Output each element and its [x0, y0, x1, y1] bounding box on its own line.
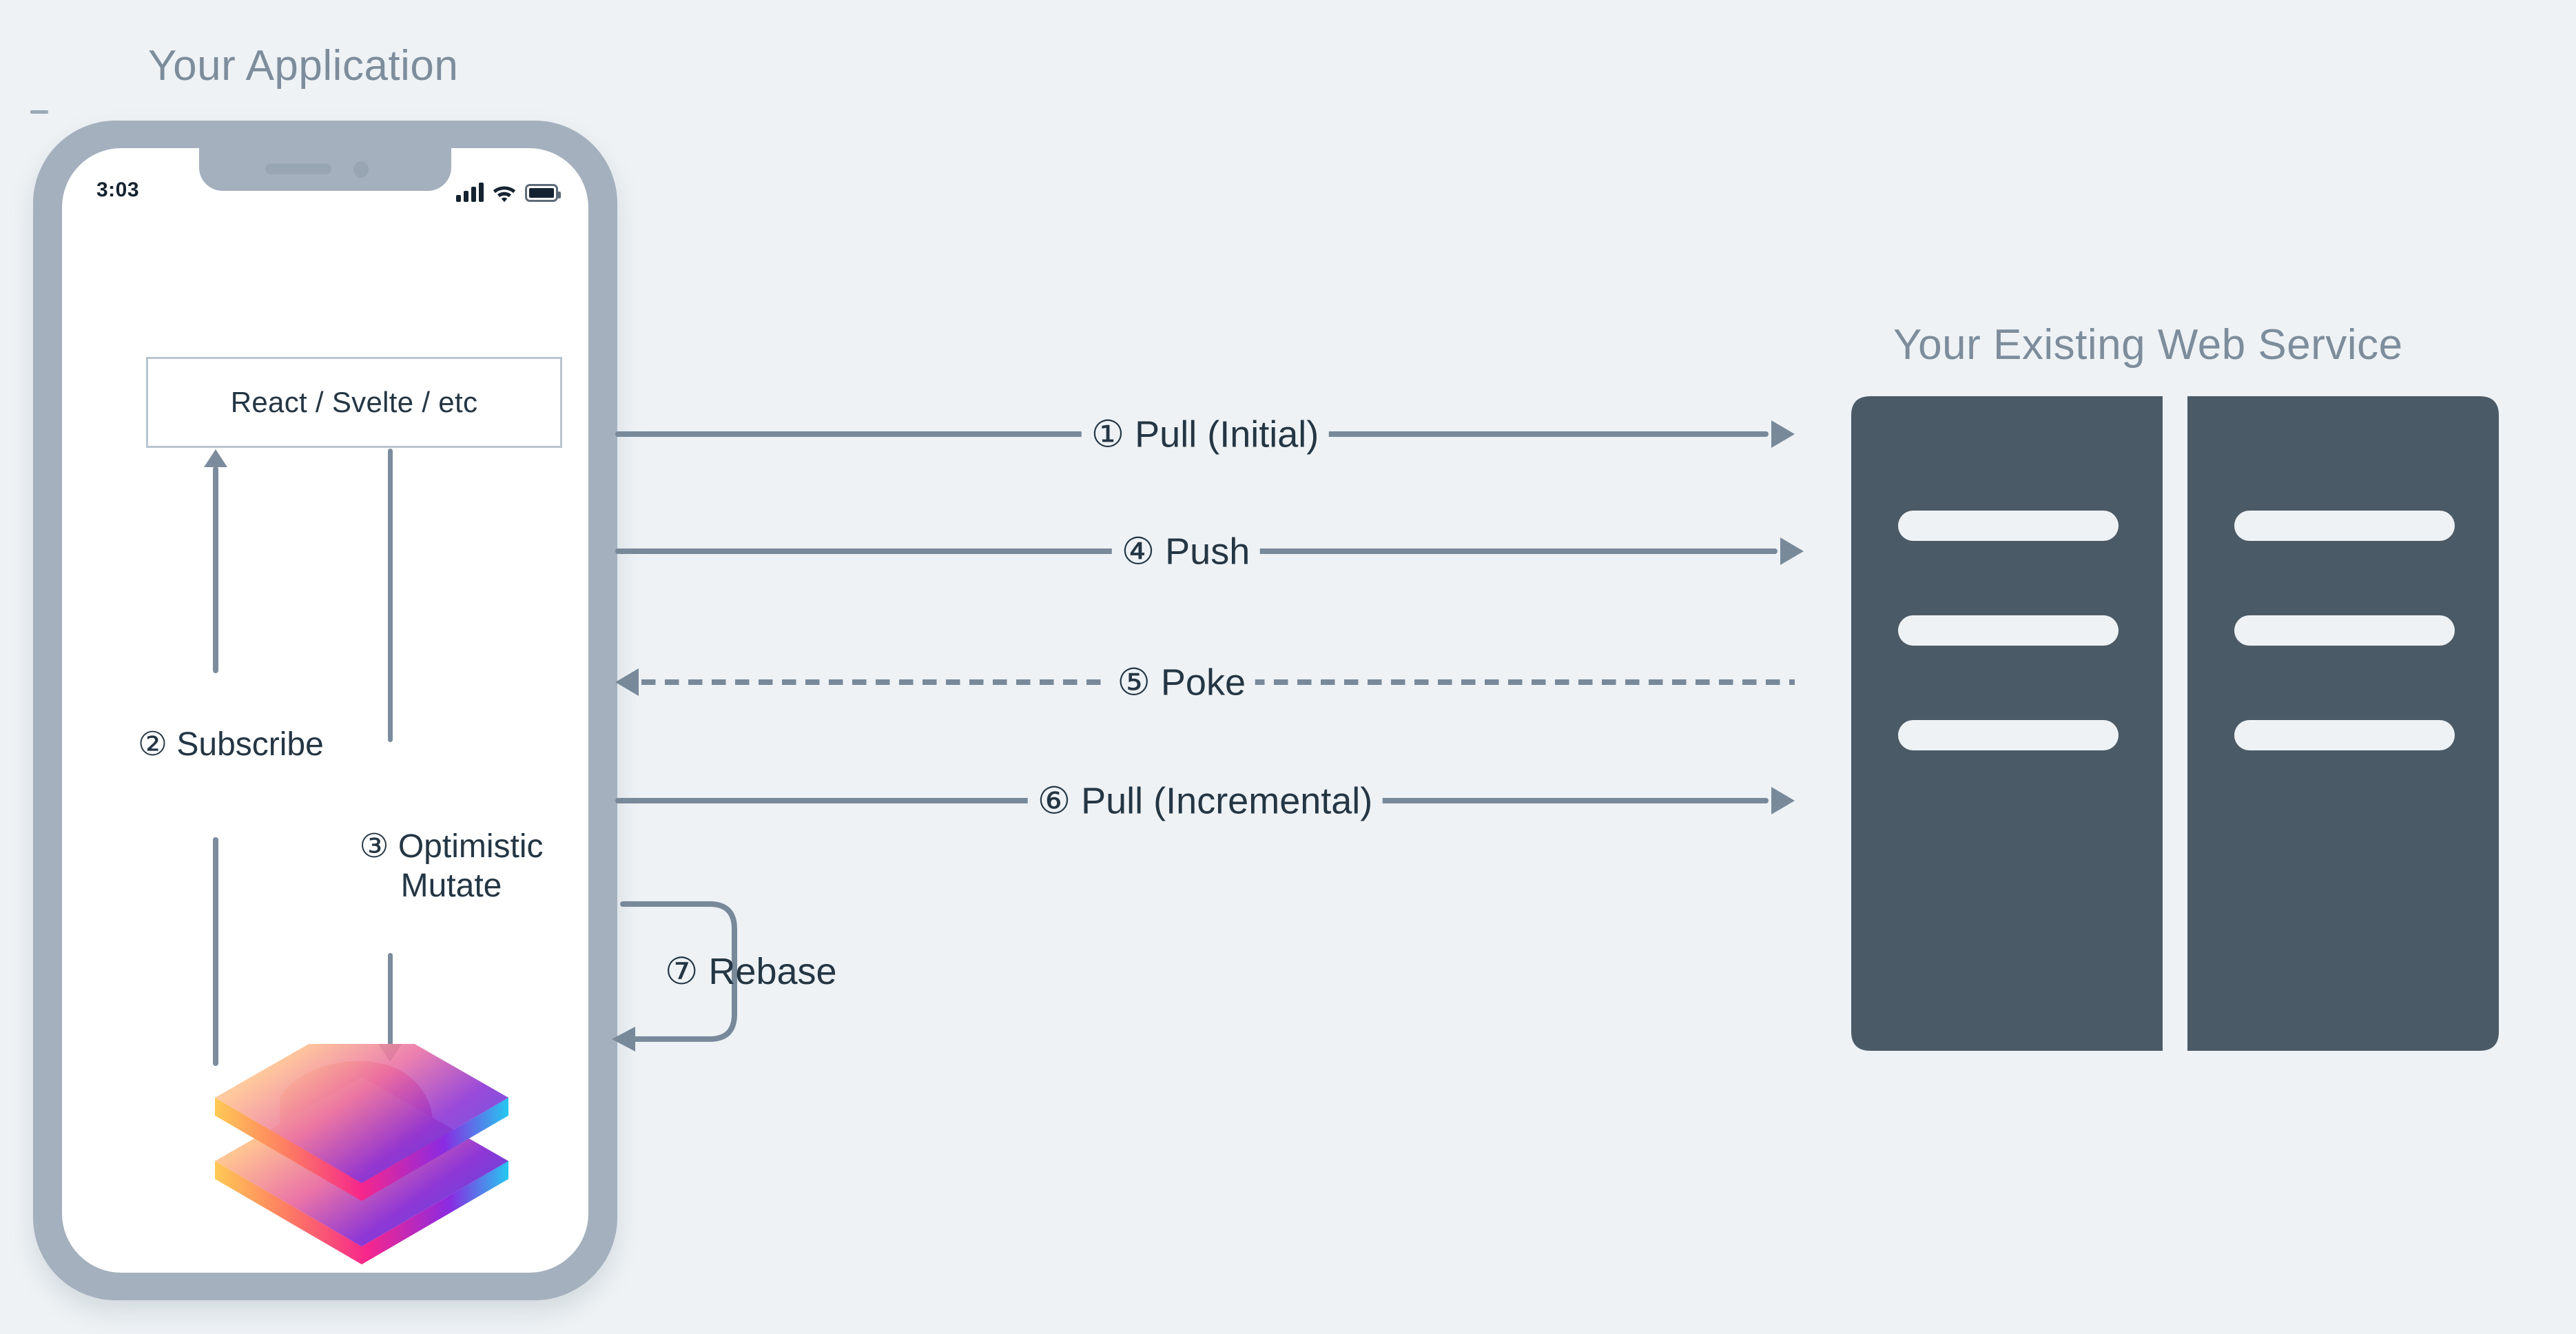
mutate-label-line1: ③ Optimistic: [359, 828, 544, 865]
mutate-label: ③ Optimistic Mutate: [307, 828, 588, 905]
message-label: ④ Push: [1111, 529, 1260, 573]
server-bar: [2234, 511, 2455, 541]
mutate-line-upper: [388, 449, 393, 742]
battery-icon: [525, 184, 561, 202]
framework-box: React / Svelte / etc: [146, 357, 562, 448]
mutate-label-line2: Mutate: [400, 867, 502, 904]
message-label: ① Pull (Initial): [1081, 412, 1329, 456]
wifi-icon: [493, 186, 516, 202]
notch-ear-left: [62, 148, 91, 177]
message-label: ⑤ Poke: [1107, 660, 1255, 704]
message-label: ⑥ Pull (Incremental): [1027, 779, 1383, 823]
server-racks: [1851, 396, 2499, 1051]
notch-ear-right: [559, 148, 588, 177]
message-arrowhead: [1771, 787, 1795, 814]
server-bar: [1898, 720, 2119, 750]
framework-box-label: React / Svelte / etc: [230, 386, 478, 418]
rebase-loop: [612, 901, 737, 1051]
rebase-label: ⑦ Rebase: [665, 951, 837, 992]
message-push: ④ Push: [615, 510, 1804, 593]
status-bar-icons: [456, 176, 561, 202]
subscribe-arrowhead: [204, 449, 227, 467]
message-arrowhead: [615, 668, 639, 696]
message-poke: ⑤ Poke: [615, 641, 1795, 724]
subscribe-line-lower: [213, 837, 218, 1066]
message-pull-initial: ① Pull (Initial): [615, 393, 1795, 475]
signal-bars-icon: [456, 183, 484, 202]
corner-tick-mark: [30, 110, 48, 114]
phone-mockup: 3:03 React / Svelte / etc: [33, 121, 617, 1300]
message-arrowhead: [1780, 537, 1804, 565]
phone-notch: [199, 148, 451, 191]
mutate-line-lower: [388, 953, 393, 1047]
server-bar: [2234, 615, 2455, 646]
phone-screen: 3:03 React / Svelte / etc: [62, 148, 588, 1273]
subscribe-line-upper: [213, 466, 218, 673]
client-section-title: Your Application: [148, 42, 459, 90]
server-bar: [2234, 720, 2455, 750]
subscribe-label: ② Subscribe: [138, 726, 324, 763]
replicache-layers-logo: [214, 1014, 510, 1271]
server-section-title: Your Existing Web Service: [1893, 321, 2403, 369]
server-bar: [1898, 511, 2119, 541]
server-bar: [1898, 615, 2119, 646]
message-arrowhead: [1771, 420, 1795, 448]
status-bar-time: 3:03: [96, 178, 140, 201]
message-pull-incremental: ⑥ Pull (Incremental): [615, 759, 1795, 842]
